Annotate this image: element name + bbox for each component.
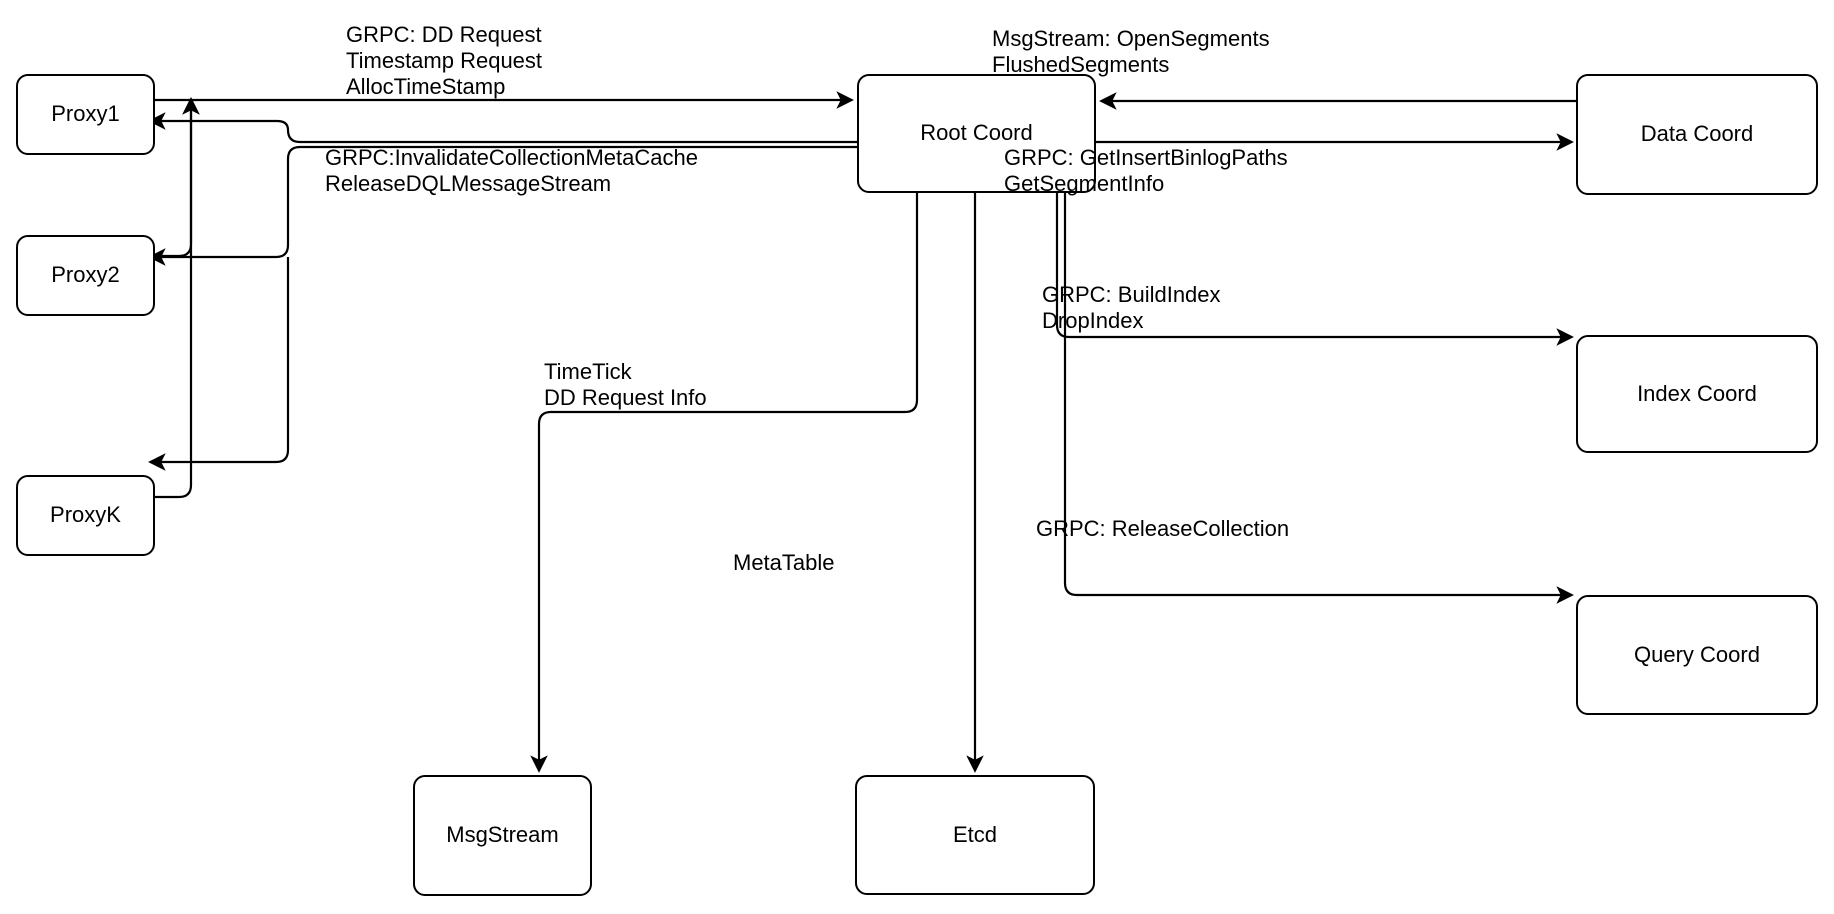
node-index-coord[interactable]: Index Coord bbox=[1576, 335, 1818, 453]
node-proxyk-label: ProxyK bbox=[50, 502, 121, 528]
node-root-coord[interactable]: Root Coord bbox=[857, 74, 1096, 193]
wire-rootcoord-to-querycoord bbox=[1063, 193, 1574, 604]
node-data-coord-label: Data Coord bbox=[1640, 121, 1754, 147]
node-proxyk[interactable]: ProxyK bbox=[16, 475, 155, 556]
node-root-coord-label: Root Coord bbox=[920, 120, 1033, 146]
wire-rootcoord-to-proxyk bbox=[148, 257, 290, 471]
node-data-coord[interactable]: Data Coord bbox=[1576, 74, 1818, 195]
node-etcd-label: Etcd bbox=[952, 821, 998, 847]
node-proxy1-label: Proxy1 bbox=[51, 101, 120, 127]
wire-rootcoord-to-msgstream bbox=[530, 193, 919, 773]
node-query-coord-label: Query Coord bbox=[1634, 641, 1760, 667]
wire-rootcoord-to-proxy1 bbox=[148, 112, 857, 144]
node-index-coord-label: Index Coord bbox=[1637, 380, 1757, 406]
wire-rootcoord-to-proxy2 bbox=[148, 145, 857, 266]
node-msgstream[interactable]: MsgStream bbox=[413, 775, 592, 896]
wire-rootcoord-to-indexcoord bbox=[1055, 193, 1574, 346]
node-proxy1[interactable]: Proxy1 bbox=[16, 74, 155, 155]
node-proxy2-label: Proxy2 bbox=[51, 262, 120, 288]
node-proxy2[interactable]: Proxy2 bbox=[16, 235, 155, 316]
node-etcd[interactable]: Etcd bbox=[855, 775, 1095, 895]
wire-proxyk-to-trunk bbox=[155, 97, 200, 499]
wire-proxy2-to-trunk bbox=[155, 97, 200, 258]
node-query-coord[interactable]: Query Coord bbox=[1576, 595, 1818, 715]
node-msgstream-label: MsgStream bbox=[446, 822, 559, 848]
